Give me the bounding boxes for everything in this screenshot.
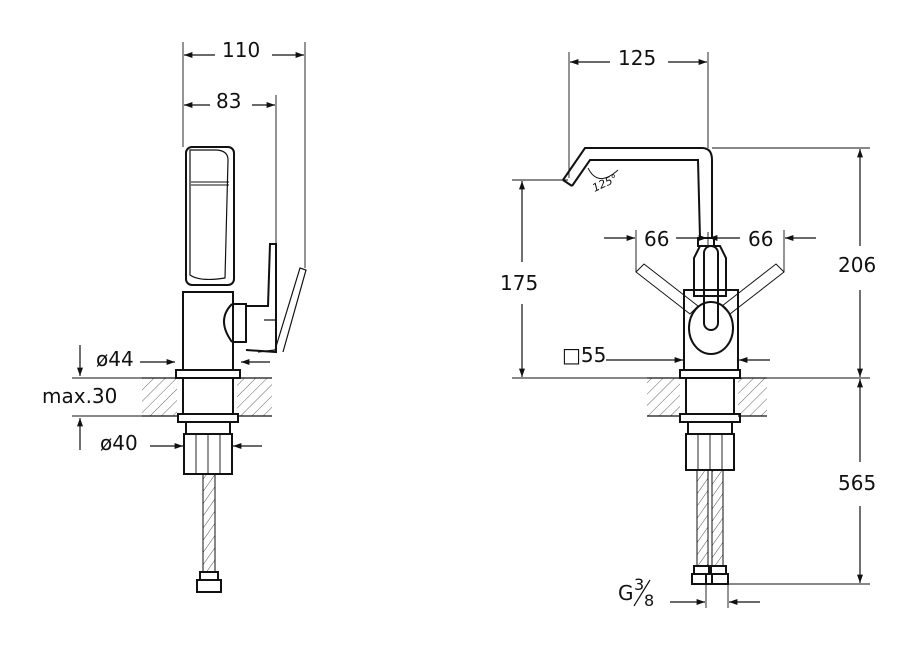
front-dim-66-left: 66 — [644, 227, 669, 251]
svg-text:G: G — [618, 581, 634, 605]
front-view: 125° — [500, 46, 876, 610]
front-dim-175: 175 — [500, 271, 538, 295]
front-angle-125: 125° — [590, 172, 620, 195]
svg-text:3: 3 — [634, 575, 644, 594]
side-dim-max30: max.30 — [42, 384, 117, 408]
front-dim-565: 565 — [838, 471, 876, 495]
front-faucet-body: 125° — [562, 147, 785, 585]
side-dim-83: 83 — [216, 89, 241, 113]
side-view: 110 83 ø44 max.30 ø40 — [42, 38, 307, 593]
front-dim-sq55: □55 — [562, 343, 606, 367]
side-dim-o40: ø40 — [100, 431, 138, 455]
side-faucet-body — [175, 146, 307, 593]
front-dim-125: 125 — [618, 46, 656, 70]
front-dim-66-right: 66 — [748, 227, 773, 251]
side-dim-110: 110 — [222, 38, 260, 62]
front-dim-g38: G 3 8 — [618, 575, 654, 610]
side-dim-o44: ø44 — [96, 347, 134, 371]
front-dim-206: 206 — [838, 253, 876, 277]
svg-text:8: 8 — [644, 591, 654, 610]
